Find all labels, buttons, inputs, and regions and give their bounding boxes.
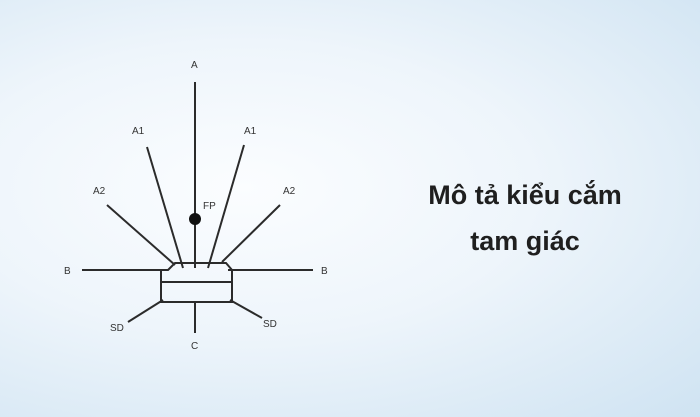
label-a: A	[191, 60, 198, 71]
line-a2-right	[221, 204, 281, 263]
label-b-left: B	[64, 266, 71, 277]
fp-dot	[189, 213, 201, 225]
label-b-right: B	[321, 266, 328, 277]
label-c: C	[191, 341, 198, 352]
base-block	[160, 262, 233, 283]
label-fp: FP	[203, 201, 216, 212]
line-sd-right	[229, 299, 263, 319]
line-a1-left	[146, 146, 184, 269]
label-sd-left: SD	[110, 323, 124, 334]
label-sd-right: SD	[263, 319, 277, 330]
line-a2-left	[106, 204, 176, 266]
line-a1-right	[207, 144, 245, 269]
line-sd-left	[127, 299, 164, 323]
caption-line-1: Mô tả kiểu cắm	[428, 180, 622, 210]
caption: Mô tả kiểu cắm tam giác	[380, 172, 670, 264]
base-box	[160, 281, 233, 303]
caption-line-2: tam giác	[470, 226, 580, 256]
label-a1-right: A1	[244, 126, 257, 137]
label-a2-left: A2	[93, 186, 106, 197]
label-a1-left: A1	[132, 126, 145, 137]
label-a2-right: A2	[283, 186, 296, 197]
